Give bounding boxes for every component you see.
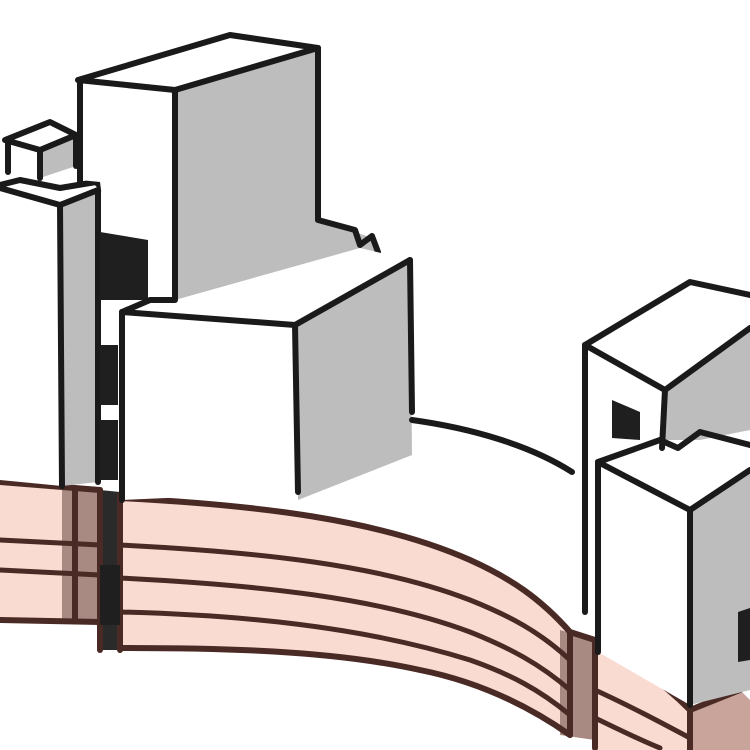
front-block-side bbox=[295, 260, 412, 500]
plinth-stripe-2 bbox=[0, 567, 103, 578]
front-block-face bbox=[122, 312, 298, 500]
left-tower-side bbox=[60, 190, 98, 486]
center-tower-side bbox=[175, 48, 378, 310]
front-block-top bbox=[122, 248, 410, 325]
left-tower-front bbox=[0, 188, 62, 486]
dark-recess-column bbox=[100, 232, 148, 625]
curved-striped-plinth bbox=[0, 479, 750, 750]
tall-left-tower bbox=[0, 119, 107, 489]
right-tower-lower-front bbox=[598, 462, 690, 705]
plinth-right-face bbox=[595, 640, 690, 750]
right-tower-upper-front bbox=[585, 345, 665, 620]
right-tower-lower-side bbox=[690, 470, 750, 705]
tall-center-tower bbox=[75, 32, 381, 310]
plinth-stripe-1 bbox=[0, 537, 103, 548]
right-tower bbox=[582, 279, 750, 708]
connecting-wall-edge bbox=[409, 417, 575, 475]
plinth-left-face bbox=[0, 482, 75, 620]
right-tower-upper-side bbox=[662, 325, 750, 440]
front-low-block bbox=[119, 248, 415, 503]
plinth-left-corner bbox=[62, 488, 100, 622]
center-tower-front bbox=[78, 80, 175, 300]
